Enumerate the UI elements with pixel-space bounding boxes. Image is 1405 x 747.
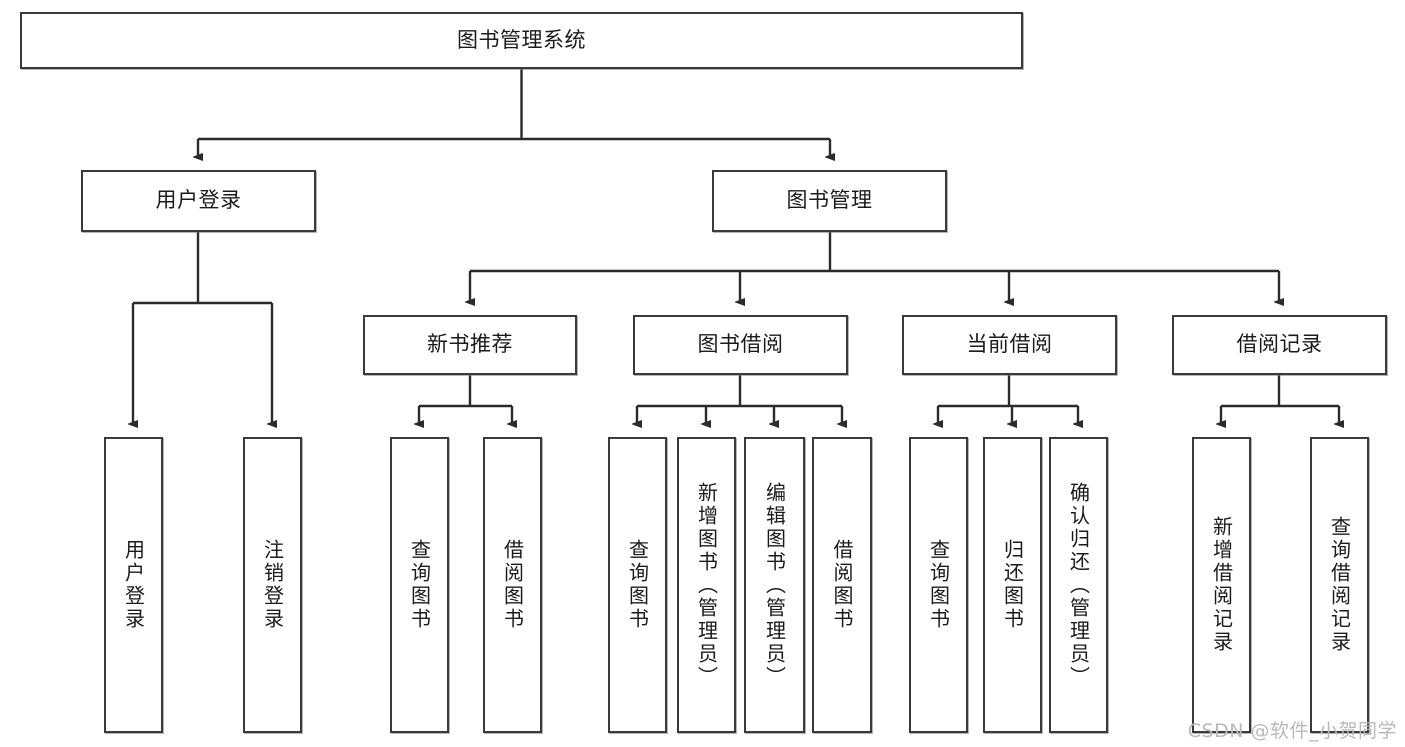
node-user-login[interactable]: 用户登录 [81,170,316,232]
node-leaf-edit-book[interactable]: 编辑图书（管理员） [744,437,805,733]
node-root[interactable]: 图书管理系统 [20,12,1023,69]
node-leaf-user-login[interactable]: 用户登录 [104,437,163,733]
node-leaf-query-book-1[interactable]: 查询图书 [390,437,449,733]
node-leaf-add-book[interactable]: 新增图书（管理员） [677,437,736,733]
node-book-borrow-label: 图书借阅 [697,332,784,357]
node-leaf-confirm-return[interactable]: 确认归还（管理员） [1049,437,1108,733]
node-leaf-add-record[interactable]: 新增借阅记录 [1192,437,1251,733]
node-leaf-query-book-3-label: 查询图书 [926,539,951,631]
node-current-borrow[interactable]: 当前借阅 [902,315,1117,375]
node-book-manage[interactable]: 图书管理 [712,170,947,232]
node-leaf-edit-book-label: 编辑图书（管理员） [762,481,787,689]
watermark-text: CSDN @软件_小贺同学 [1187,720,1397,742]
node-book-manage-label: 图书管理 [786,188,873,213]
node-leaf-user-login-label: 用户登录 [121,539,146,631]
node-book-borrow[interactable]: 图书借阅 [633,315,848,375]
node-leaf-borrow-book-2[interactable]: 借阅图书 [812,437,872,733]
node-leaf-query-record[interactable]: 查询借阅记录 [1310,437,1369,733]
node-leaf-query-book-2-label: 查询图书 [625,539,650,631]
node-current-borrow-label: 当前借阅 [966,332,1053,357]
node-leaf-borrow-book-1[interactable]: 借阅图书 [483,437,542,733]
node-leaf-confirm-return-label: 确认归还（管理员） [1066,481,1091,689]
node-leaf-query-book-1-label: 查询图书 [407,539,432,631]
node-new-book-rec-label: 新书推荐 [427,332,513,357]
node-leaf-borrow-book-1-label: 借阅图书 [500,539,525,631]
node-root-label: 图书管理系统 [457,27,586,52]
node-leaf-borrow-book-2-label: 借阅图书 [830,539,854,631]
node-new-book-rec[interactable]: 新书推荐 [363,315,577,375]
node-leaf-add-record-label: 新增借阅记录 [1209,516,1234,654]
node-user-login-label: 用户登录 [155,188,242,213]
node-leaf-return-book-label: 归还图书 [1000,539,1025,631]
node-borrow-record-label: 借阅记录 [1236,332,1323,357]
node-leaf-add-book-label: 新增图书（管理员） [694,481,719,689]
node-leaf-query-book-2[interactable]: 查询图书 [608,437,667,733]
node-leaf-query-book-3[interactable]: 查询图书 [909,437,968,733]
node-borrow-record[interactable]: 借阅记录 [1172,315,1387,375]
node-leaf-query-record-label: 查询借阅记录 [1327,516,1352,654]
node-leaf-return-book[interactable]: 归还图书 [983,437,1042,733]
node-leaf-user-logout[interactable]: 注销登录 [243,437,302,733]
node-leaf-user-logout-label: 注销登录 [260,539,285,631]
